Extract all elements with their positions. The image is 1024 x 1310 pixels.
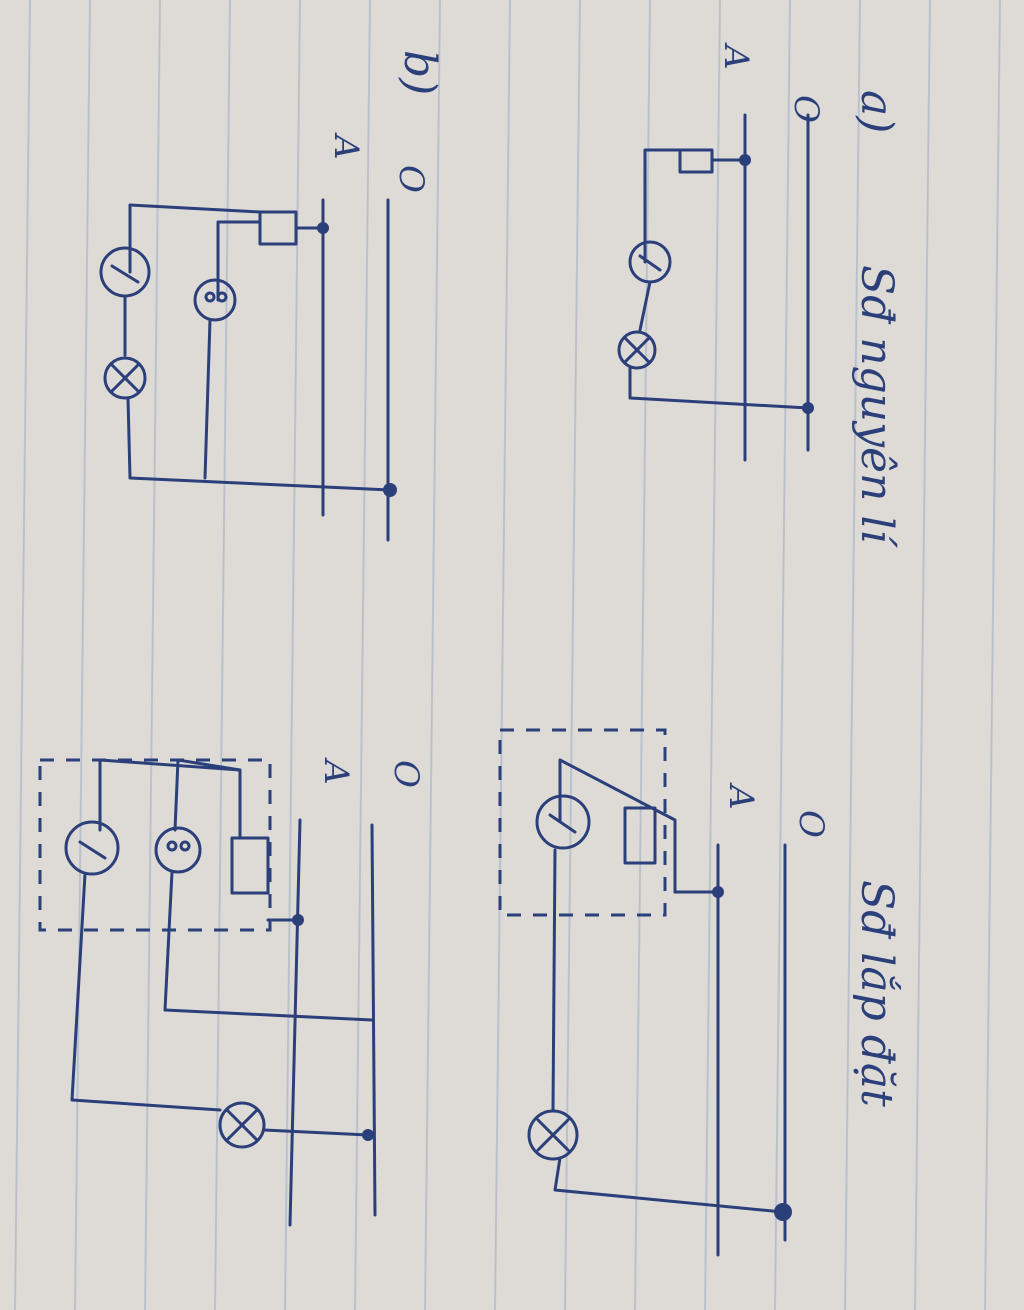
switch-blade <box>638 254 662 272</box>
wire <box>558 758 677 894</box>
label-O: O <box>786 95 826 123</box>
wire <box>126 396 392 492</box>
lamp-icon <box>103 356 147 400</box>
lamp-cross <box>109 362 141 394</box>
heading-b: b) <box>394 50 445 95</box>
wire <box>553 1156 785 1214</box>
label-O: O <box>391 165 431 193</box>
label-A: A <box>721 782 761 810</box>
wire <box>643 148 682 264</box>
handwritten-content: a) Sđ nguyên lí Sđ lắp đặt b) O A O A <box>38 42 902 1257</box>
diagram-a-principle: O A <box>617 42 826 462</box>
wire <box>216 220 262 302</box>
title-left: Sđ nguyên lí <box>851 265 902 548</box>
lamp-cross <box>225 1108 259 1142</box>
wire <box>203 318 212 480</box>
switch-blade <box>78 840 107 860</box>
lamp-icon <box>617 330 657 370</box>
panel-outline <box>498 728 667 917</box>
title-right: Sđ lắp đặt <box>851 880 902 1107</box>
fuse-icon <box>623 806 657 865</box>
socket-icon <box>193 278 237 322</box>
fuse-icon <box>258 210 298 246</box>
label-O: O <box>791 810 831 838</box>
switch-blade <box>548 813 577 834</box>
wire <box>173 758 242 840</box>
switch-icon <box>64 820 120 876</box>
wire <box>628 366 810 410</box>
switch-icon <box>535 794 591 850</box>
socket-icon <box>154 826 202 874</box>
wire <box>98 758 242 832</box>
label-O: O <box>386 760 426 788</box>
wire <box>163 870 374 1022</box>
wire <box>70 872 222 1112</box>
wire <box>638 280 652 332</box>
label-A: A <box>316 757 356 785</box>
wire-A <box>288 818 302 1227</box>
panel-outline <box>38 758 272 932</box>
lamp-icon <box>527 1109 579 1161</box>
socket-pin <box>166 840 178 852</box>
label-A: A <box>716 42 756 70</box>
fuse-icon <box>230 836 270 895</box>
lamp-icon <box>218 1101 266 1149</box>
label-A: A <box>326 132 366 160</box>
diagram-b-principle: O A <box>99 132 431 542</box>
wire <box>551 848 557 1112</box>
socket-pin <box>204 291 216 303</box>
wire <box>262 1128 370 1137</box>
lamp-cross <box>536 1118 570 1152</box>
fuse-icon <box>678 148 714 174</box>
diagram-a-installation: O A <box>498 728 831 1257</box>
socket-pin <box>179 840 191 852</box>
lamp-cross <box>623 336 651 364</box>
diagram-b-installation: O A <box>38 757 426 1227</box>
switch-blade <box>110 264 140 284</box>
heading-a: a) <box>851 90 902 133</box>
socket-pin <box>216 291 228 303</box>
